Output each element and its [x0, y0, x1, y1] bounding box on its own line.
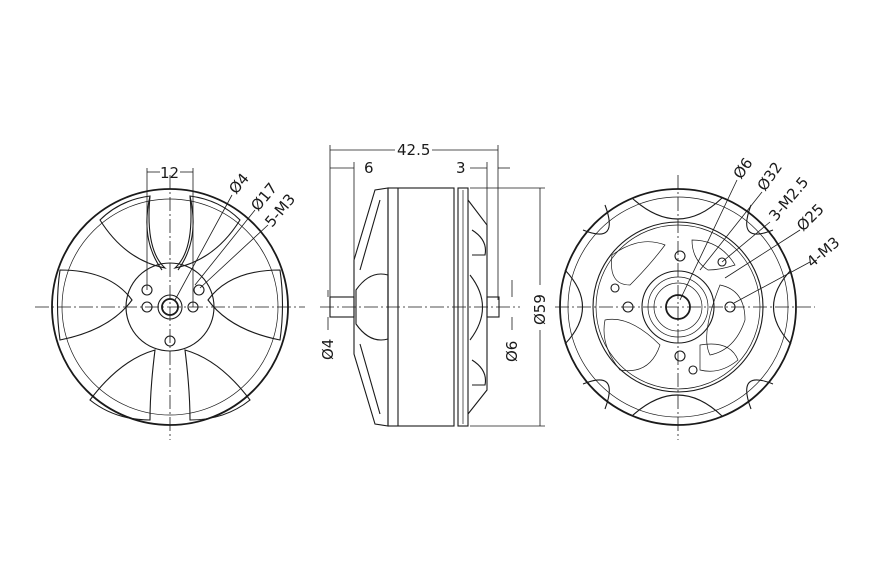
- front-view: 12 Ø4 Ø17 5-M3: [35, 164, 305, 440]
- cooling-windows: [603, 239, 746, 372]
- shaft-diameter-label: Ø4: [319, 339, 337, 360]
- rear-boss-label: 3: [456, 159, 466, 177]
- body-diameter-label: Ø59: [531, 294, 549, 325]
- center-boss-label: Ø6: [730, 154, 757, 182]
- shaft-hole-label: Ø4: [225, 170, 253, 198]
- rear-boss-diameter-label: Ø6: [503, 341, 521, 362]
- spoke-windows: [56, 195, 284, 421]
- shaft-length-label: 6: [364, 159, 374, 177]
- overall-length-label: 42.5: [397, 141, 430, 159]
- outer-circle-label: Ø32: [754, 159, 786, 195]
- mount-holes-label-rear: 4-M3: [803, 233, 843, 271]
- dim-spacing-label: 12: [160, 164, 179, 182]
- rear-view: Ø6 Ø32 3-M2.5 Ø25 4-M3: [555, 154, 843, 440]
- inner-circle-label: Ø25: [793, 200, 828, 235]
- rim-scallops: [564, 197, 792, 417]
- side-view: 42.5 6 3 Ø4 Ø6 Ø59: [319, 141, 549, 427]
